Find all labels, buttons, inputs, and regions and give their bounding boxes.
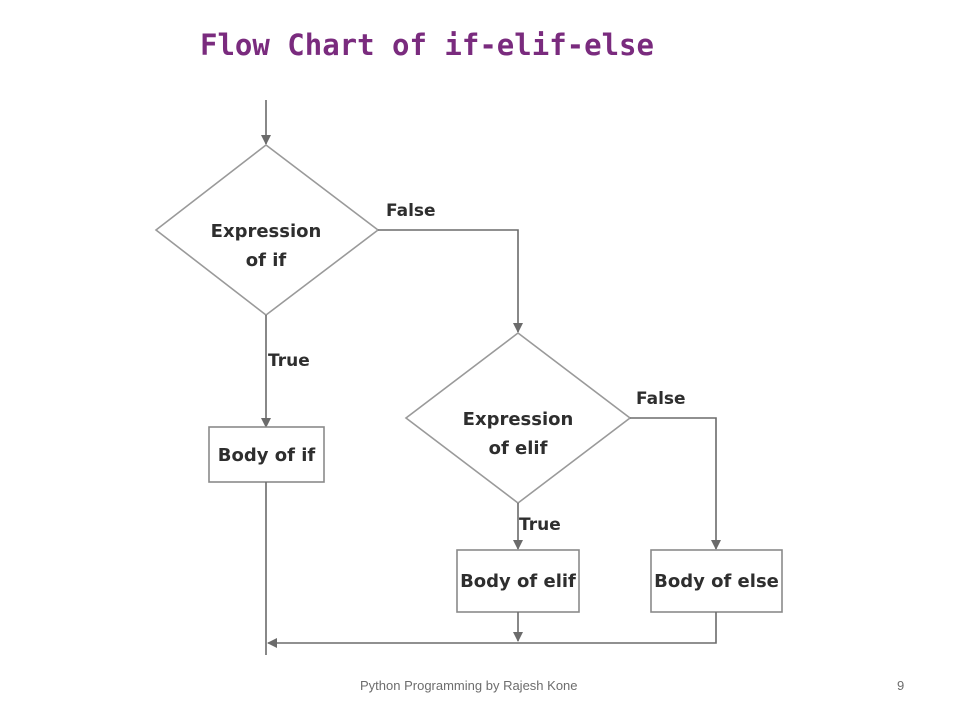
- elif-condition-line1: Expression: [463, 409, 574, 430]
- page-number: 9: [897, 678, 905, 693]
- body-elif-box: [456, 549, 580, 613]
- body-if-label: Body of if: [218, 445, 316, 466]
- body-elif-label: Body of elif: [460, 571, 576, 592]
- body-else-label: Body of else: [654, 571, 779, 592]
- if-true-label: True: [268, 351, 310, 371]
- elif-false-edge: [630, 417, 721, 550]
- elif-false-label: False: [636, 389, 686, 409]
- merge-edge: [267, 612, 717, 648]
- if-false-edge: [378, 229, 523, 333]
- elif-true-label: True: [519, 515, 561, 535]
- if-condition-line2: of if: [246, 250, 287, 271]
- elif-condition-line2: of elif: [489, 438, 548, 459]
- footer-text: Python Programming by Rajesh Kone: [360, 678, 578, 693]
- slide-title: Flow Chart of if-elif-else: [200, 28, 654, 62]
- body-else-box: [650, 549, 783, 613]
- if-condition-line1: Expression: [211, 221, 322, 242]
- if-false-label: False: [386, 201, 436, 221]
